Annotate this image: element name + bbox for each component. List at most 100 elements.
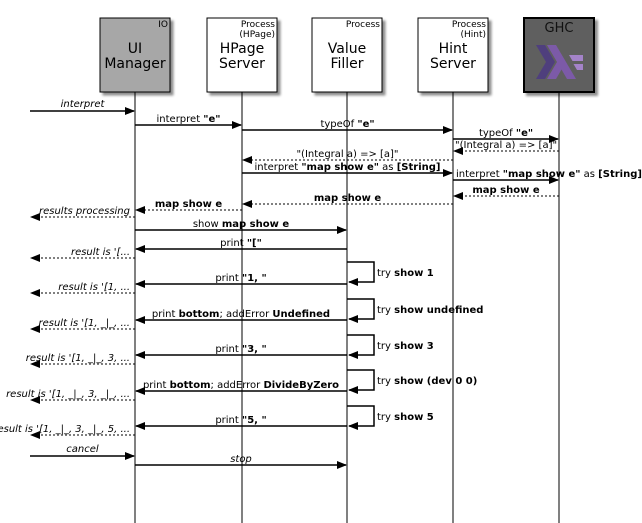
message-label-part: try [377, 376, 394, 387]
message-label-part: map show e [155, 199, 222, 210]
message-label: typeOf "e" [479, 128, 533, 139]
message-label-part: stop [230, 454, 252, 465]
participant-stereotype: Process [452, 20, 486, 30]
message-1: interpret [30, 99, 135, 115]
message-label: try show 3 [377, 341, 434, 352]
message-label-part: print [215, 415, 242, 426]
message-label-part: try [377, 305, 394, 316]
return-message-9: map show e [453, 185, 559, 200]
message-label: try show undefined [377, 305, 483, 316]
self-message-arrow [347, 369, 375, 394]
message-7: interpret "map show e" as [String] [242, 162, 453, 177]
self-message-arrow [347, 405, 375, 430]
participant-name: GHC [545, 21, 574, 36]
self-message-arrow [347, 298, 375, 323]
return-message-30: result is '[1, _|_, 3, _|_, 5, ... [0, 424, 135, 439]
participant-name: Manager [104, 56, 166, 72]
message-23: print "3, " [135, 344, 347, 359]
message-label-part: typeOf [479, 128, 516, 139]
message-label: print "1, " [215, 273, 266, 284]
message-label-part: show 3 [394, 341, 434, 352]
self-message-arrow [347, 261, 375, 286]
message-label-part: result is '[1, _|_, ... [39, 318, 131, 329]
return-message-12: results processing [30, 206, 135, 221]
participant-box-filler [311, 17, 383, 93]
message-label-part: result is '[1, _|_, 3, _|_, 5, ... [0, 424, 130, 435]
return-message-27: result is '[1, _|_, 3, _|_, ... [6, 389, 135, 404]
message-label-part: result is '[1, ... [58, 282, 130, 293]
participant-heads: IOUIManagerProcess(HPage)HPageServerProc… [99, 17, 595, 93]
message-label: interpret [61, 99, 106, 110]
message-label: map show e [314, 193, 381, 204]
message-label-part: [String] [598, 169, 642, 180]
message-label: try show (dev 0 0) [377, 376, 477, 387]
message-label-part: print [215, 344, 242, 355]
self-message-28: try show 5 [347, 405, 434, 430]
participant-box-ui [99, 17, 171, 93]
message-label-part: map show e [472, 185, 539, 196]
message-29: print "5, " [135, 415, 347, 430]
message-label: try show 1 [377, 268, 434, 279]
message-label-part: "5, " [242, 415, 267, 426]
message-label: result is '[1, _|_, ... [39, 318, 131, 329]
participant-stereotype-detail: (HPage) [239, 30, 275, 40]
message-label-part: interpret [255, 162, 302, 173]
self-message-arrow [347, 334, 375, 359]
return-message-10: map show e [242, 193, 453, 208]
participant-stereotype: IO [158, 20, 168, 30]
message-label: interpret "e" [157, 114, 221, 125]
message-label-part: map show e [222, 219, 289, 230]
message-label: show map show e [193, 219, 290, 230]
message-20: print bottom; addError Undefined [135, 309, 347, 324]
message-label-part: show (dev 0 0) [394, 376, 477, 387]
message-label-part: as [379, 162, 397, 173]
message-label: print "5, " [215, 415, 266, 426]
return-message-15: result is '[... [30, 247, 135, 262]
message-17: print "1, " [135, 273, 347, 288]
message-label: try show 5 [377, 412, 434, 423]
message-label-part: bottom [170, 380, 211, 391]
self-message-25: try show (dev 0 0) [347, 369, 477, 394]
message-label-part: cancel [66, 444, 99, 455]
message-label: result is '[1, _|_, 3, ... [26, 353, 130, 364]
message-label-part: "3, " [242, 344, 267, 355]
return-message-18: result is '[1, ... [30, 282, 135, 297]
return-message-24: result is '[1, _|_, 3, ... [26, 353, 135, 368]
message-label-part: DivideByZero [263, 380, 339, 391]
message-label-part: result is '[1, _|_, 3, _|_, ... [6, 389, 130, 400]
message-label-part: "[" [247, 238, 262, 249]
message-label: stop [230, 454, 252, 465]
message-26: print bottom; addError DivideByZero [135, 380, 347, 395]
message-label: print bottom; addError Undefined [152, 309, 330, 320]
message-label-part: interpret [456, 169, 503, 180]
participant-name: Filler [330, 56, 363, 72]
participant-stereotype: Process [346, 20, 380, 30]
message-label-part: results processing [39, 206, 130, 217]
message-31: cancel [30, 444, 135, 460]
message-label: map show e [472, 185, 539, 196]
return-message-21: result is '[1, _|_, ... [30, 318, 135, 333]
message-label-part: try [377, 268, 394, 279]
message-label-part: "e" [357, 119, 374, 130]
message-label-part: Undefined [272, 309, 330, 320]
message-label: cancel [66, 444, 99, 455]
message-label: interpret "map show e" as [String] [255, 162, 441, 173]
message-label: "(Integral a) => [a]" [455, 140, 557, 151]
message-label-part: show 1 [394, 268, 434, 279]
self-message-22: try show 3 [347, 334, 434, 359]
message-label-part: "e" [203, 114, 220, 125]
message-label: print "[" [220, 238, 262, 249]
message-label-part: result is '[... [71, 247, 130, 258]
message-label-part: "1, " [242, 273, 267, 284]
message-label-part: try [377, 341, 394, 352]
return-message-11: map show e [135, 199, 242, 214]
message-14: print "[" [135, 238, 347, 253]
message-label-part: ; addError [219, 309, 272, 320]
message-label: typeOf "e" [320, 119, 374, 130]
message-label-part: show undefined [394, 305, 483, 316]
message-label-part: print [215, 273, 242, 284]
